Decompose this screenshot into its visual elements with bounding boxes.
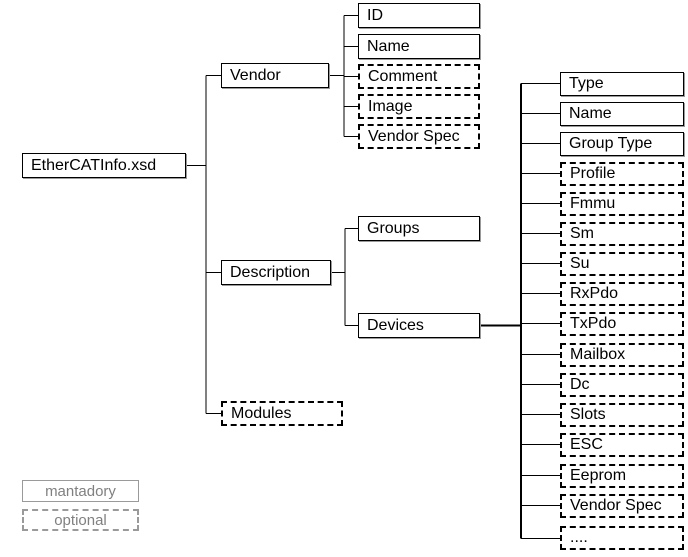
- node-device-vendor-spec[interactable]: Vendor Spec: [560, 494, 684, 518]
- node-device-sm[interactable]: Sm: [560, 222, 684, 246]
- node-label: Vendor: [230, 66, 281, 84]
- legend-optional: optional: [22, 509, 139, 531]
- legend-label: optional: [54, 511, 107, 529]
- legend-label: mantadory: [45, 482, 116, 500]
- node-label: ID: [367, 6, 383, 24]
- node-device-type[interactable]: Type: [560, 72, 684, 96]
- node-device-name[interactable]: Name: [560, 102, 684, 126]
- node-root[interactable]: EtherCATInfo.xsd: [22, 153, 186, 178]
- node-device-su[interactable]: Su: [560, 252, 684, 276]
- node-label: Slots: [570, 406, 606, 423]
- node-devices[interactable]: Devices: [358, 313, 480, 338]
- node-device-dc[interactable]: Dc: [560, 373, 684, 397]
- node-description[interactable]: Description: [221, 260, 331, 285]
- node-label: Groups: [367, 219, 420, 237]
- node-label: Description: [230, 263, 311, 281]
- node-label: ESC: [570, 436, 603, 453]
- node-label: Mailbox: [570, 346, 626, 363]
- node-vendor-vendor-spec[interactable]: Vendor Spec: [358, 124, 480, 149]
- node-vendor-name[interactable]: Name: [358, 34, 480, 59]
- node-label: Modules: [231, 404, 292, 422]
- node-label: Group Type: [569, 135, 653, 152]
- node-label: Image: [368, 97, 413, 115]
- node-device-fmmu[interactable]: Fmmu: [560, 192, 684, 216]
- node-label: EtherCATInfo.xsd: [31, 156, 157, 174]
- node-label: Dc: [570, 376, 590, 393]
- node-device-mailbox[interactable]: Mailbox: [560, 343, 684, 367]
- node-modules[interactable]: Modules: [221, 401, 343, 426]
- node-label: ....: [570, 529, 588, 546]
- node-device-rxpdo[interactable]: RxPdo: [560, 282, 684, 306]
- node-label: Vendor Spec: [570, 497, 662, 514]
- node-vendor-image[interactable]: Image: [358, 94, 480, 119]
- node-device-esc[interactable]: ESC: [560, 433, 684, 457]
- node-label: Su: [570, 255, 590, 272]
- node-label: RxPdo: [570, 285, 619, 302]
- node-vendor[interactable]: Vendor: [221, 63, 329, 88]
- node-device-slots[interactable]: Slots: [560, 403, 684, 427]
- node-label: Profile: [570, 165, 616, 182]
- node-groups[interactable]: Groups: [358, 216, 480, 241]
- node-device-group-type[interactable]: Group Type: [560, 132, 684, 156]
- node-device-eeprom[interactable]: Eeprom: [560, 464, 684, 488]
- legend-mandatory: mantadory: [22, 480, 139, 502]
- node-label: Type: [569, 75, 604, 92]
- node-label: Name: [367, 37, 410, 55]
- node-label: Comment: [368, 67, 438, 85]
- node-vendor-comment[interactable]: Comment: [358, 64, 480, 89]
- node-label: Devices: [367, 316, 424, 334]
- node-label: Name: [569, 105, 612, 122]
- node-device-txpdo[interactable]: TxPdo: [560, 312, 684, 336]
- node-label: Eeprom: [570, 467, 627, 484]
- node-label: Fmmu: [570, 195, 616, 212]
- node-device-more[interactable]: ....: [560, 526, 684, 550]
- node-vendor-id[interactable]: ID: [358, 3, 480, 28]
- node-device-profile[interactable]: Profile: [560, 162, 684, 186]
- node-label: Sm: [570, 225, 594, 242]
- node-label: TxPdo: [570, 315, 617, 332]
- node-label: Vendor Spec: [368, 127, 460, 145]
